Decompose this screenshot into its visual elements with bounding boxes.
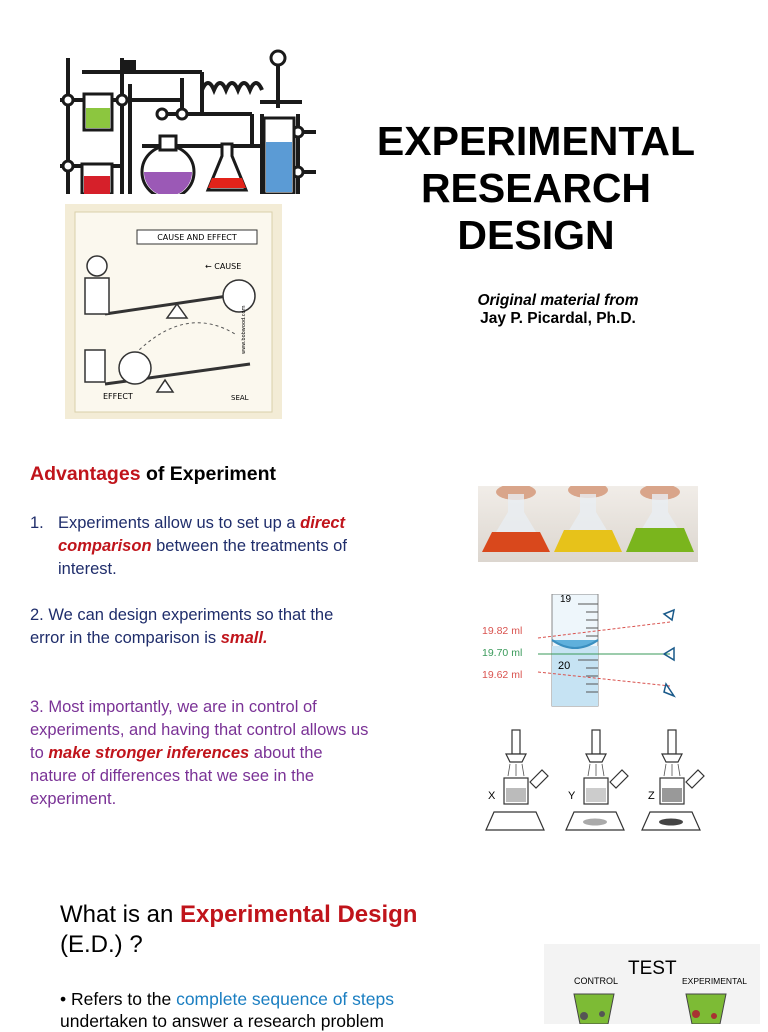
meniscus-reading-high: 19.82 ml: [482, 625, 523, 637]
bullet-highlight: complete sequence of steps: [176, 989, 394, 1009]
meniscus-reading-low: 19.62 ml: [482, 669, 523, 681]
advantage-point-2: 2. We can design experiments so that the…: [30, 604, 360, 650]
title-line-2: RESEARCH: [420, 165, 652, 211]
point-1-emphasis: direct comparison: [58, 514, 346, 555]
advantages-heading-rest: of Experiment: [140, 463, 276, 485]
ed-title-accent: Experimental Design: [180, 901, 418, 928]
figure-title-test: TEST: [628, 958, 677, 979]
meniscus-reading-diagram: 19 20 19.82 ml 19.70 ml 19.62 ml: [478, 594, 698, 708]
point-1-text-after: between the treatments of interest.: [58, 537, 347, 578]
figure-label-experimental: EXPERIMENTAL: [682, 976, 748, 986]
meniscus-reading-correct: 19.70 ml: [482, 647, 523, 659]
meniscus-tick-19: 19: [560, 594, 572, 605]
ed-question-title: What is an Experimental Design (E.D.) ?: [60, 900, 480, 960]
title-line-1: EXPERIMENTAL: [376, 118, 696, 164]
cartoon-effect-label: EFFECT: [103, 392, 133, 401]
ed-title-before: What is an: [60, 901, 181, 928]
bullet-text-after: undertaken to answer a research problem: [60, 1011, 384, 1031]
cause-effect-cartoon: CAUSE AND EFFECT ← CAUSE EFFECT SEAL www…: [65, 204, 282, 419]
bullet-text-before: Refers to the: [66, 989, 177, 1009]
lab-apparatus-illustration: [60, 49, 316, 194]
colored-flasks-photo: [478, 486, 698, 562]
credit-author-line: Jay P. Picardal, Ph.D.: [480, 310, 636, 327]
ed-definition-bullet: • Refers to the complete sequence of ste…: [60, 988, 480, 1032]
point-3-text-after: about the nature of differences that we …: [30, 744, 323, 808]
advantages-heading-accent: Advantages: [30, 463, 141, 485]
beaker-label-x: X: [488, 790, 496, 802]
credit-block: Original material from Jay P. Picardal, …: [400, 292, 716, 328]
figure-label-control: CONTROL: [574, 976, 619, 986]
control-vs-experimental-figure: TEST CONTROL EXPERIMENTAL: [544, 944, 760, 1024]
presentation-title: EXPERIMENTAL RESEARCH DESIGN: [350, 118, 722, 259]
beaker-label-y: Y: [568, 790, 576, 802]
beaker-label-z: Z: [648, 790, 655, 802]
advantages-heading: Advantages of Experiment: [30, 463, 276, 486]
meniscus-tick-20: 20: [558, 660, 571, 672]
credit-source-line: Original material from: [477, 292, 639, 309]
point-2-text-before: 2. We can design experiments so that the…: [30, 606, 334, 647]
cartoon-cause-label: ← CAUSE: [205, 262, 242, 271]
point-3-text-before: 3. Most importantly, we are in control o…: [30, 698, 369, 762]
advantage-point-3: 3. Most importantly, we are in control o…: [30, 696, 370, 811]
cartoon-signature: SEAL: [231, 394, 249, 402]
point-2-emphasis: small.: [220, 629, 268, 647]
cartoon-side-text: www.bobwood.com: [241, 305, 247, 354]
title-line-3: DESIGN: [457, 212, 615, 258]
beaker-light-diagram: X Y Z: [482, 726, 712, 832]
cartoon-banner-text: CAUSE AND EFFECT: [157, 233, 237, 242]
point-1-number: 1.: [30, 514, 44, 532]
point-1-text-before: Experiments allow us to set up a: [58, 514, 301, 532]
point-3-emphasis: make stronger inferences: [48, 744, 250, 762]
ed-title-after: (E.D.) ?: [60, 931, 143, 958]
bullet-marker: •: [60, 989, 67, 1009]
